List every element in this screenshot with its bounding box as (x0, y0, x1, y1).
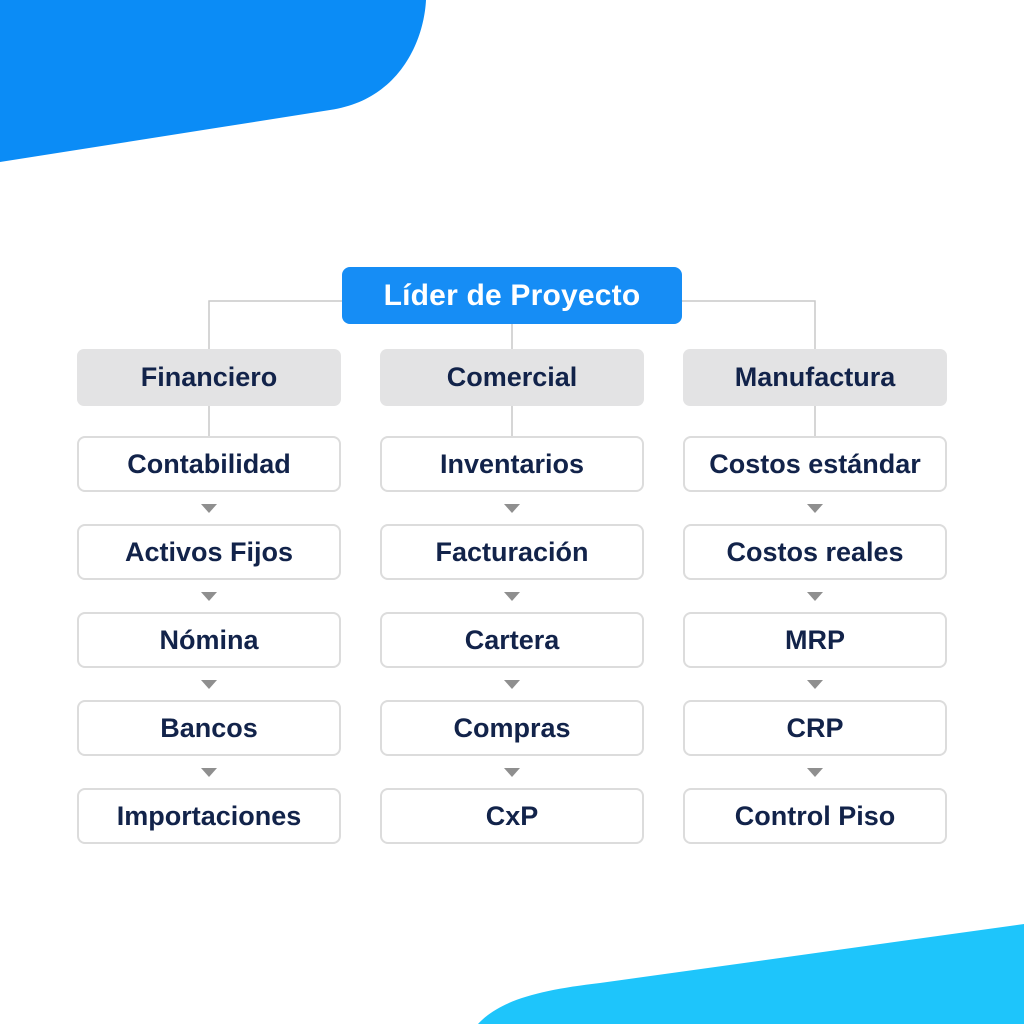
module-label: CxP (485, 800, 539, 831)
module-box: Compras (380, 700, 644, 756)
column-item-list: Costos estándar Costos reales MRP CRP Co… (683, 436, 947, 844)
module-box: Facturación (380, 524, 644, 580)
down-arrow-icon (380, 756, 644, 788)
module-box: Contabilidad (77, 436, 341, 492)
down-arrow-icon (380, 580, 644, 612)
down-arrow-icon (683, 580, 947, 612)
column-header-box: Manufactura (683, 349, 947, 406)
module-label: Cartera (464, 624, 560, 655)
connector-left (208, 300, 342, 349)
module-label: Activos Fijos (124, 536, 294, 567)
module-box: CxP (380, 788, 644, 844)
module-label: Facturación (435, 536, 589, 567)
column-header-box: Financiero (77, 349, 341, 406)
down-arrow-icon (77, 580, 341, 612)
module-box: MRP (683, 612, 947, 668)
module-box: Costos estándar (683, 436, 947, 492)
project-leader-label: Líder de Proyecto (383, 278, 641, 312)
down-arrow-icon (380, 492, 644, 524)
down-arrow-icon (380, 668, 644, 700)
module-label: Importaciones (116, 800, 302, 831)
module-box: Importaciones (77, 788, 341, 844)
column-item-list: Contabilidad Activos Fijos Nómina Bancos… (77, 436, 341, 844)
column-header-label: Financiero (140, 362, 278, 392)
module-label: MRP (785, 624, 845, 655)
bottom-right-cyan-shape (478, 924, 1024, 1024)
down-arrow-icon (683, 756, 947, 788)
module-label: CRP (786, 712, 844, 743)
column-item-list: Inventarios Facturación Cartera Compras … (380, 436, 644, 844)
down-arrow-icon (683, 668, 947, 700)
module-box: CRP (683, 700, 947, 756)
down-arrow-icon (683, 492, 947, 524)
down-arrow-icon (77, 668, 341, 700)
module-box: Cartera (380, 612, 644, 668)
module-label: Control Piso (734, 800, 896, 831)
module-box: Costos reales (683, 524, 947, 580)
column-manufactura: Manufactura Costos estándar Costos reale… (683, 349, 947, 844)
top-left-blue-shape (0, 0, 426, 162)
module-box: Bancos (77, 700, 341, 756)
module-label: Inventarios (439, 448, 585, 479)
column-header-label: Comercial (446, 362, 578, 392)
down-arrow-icon (77, 492, 341, 524)
module-box: Control Piso (683, 788, 947, 844)
module-box: Nómina (77, 612, 341, 668)
module-box: Activos Fijos (77, 524, 341, 580)
column-header-label: Manufactura (734, 362, 896, 392)
module-label: Bancos (160, 712, 258, 743)
module-label: Compras (453, 712, 571, 743)
module-box: Inventarios (380, 436, 644, 492)
module-label: Costos estándar (709, 448, 921, 479)
module-label: Costos reales (726, 536, 904, 567)
connector-right (682, 300, 816, 349)
column-header-box: Comercial (380, 349, 644, 406)
module-label: Nómina (159, 624, 259, 655)
module-label: Contabilidad (127, 448, 291, 479)
down-arrow-icon (77, 756, 341, 788)
column-comercial: Comercial Inventarios Facturación Carter… (380, 349, 644, 844)
column-financiero: Financiero Contabilidad Activos Fijos Nó… (77, 349, 341, 844)
project-leader-box: Líder de Proyecto (342, 267, 682, 324)
